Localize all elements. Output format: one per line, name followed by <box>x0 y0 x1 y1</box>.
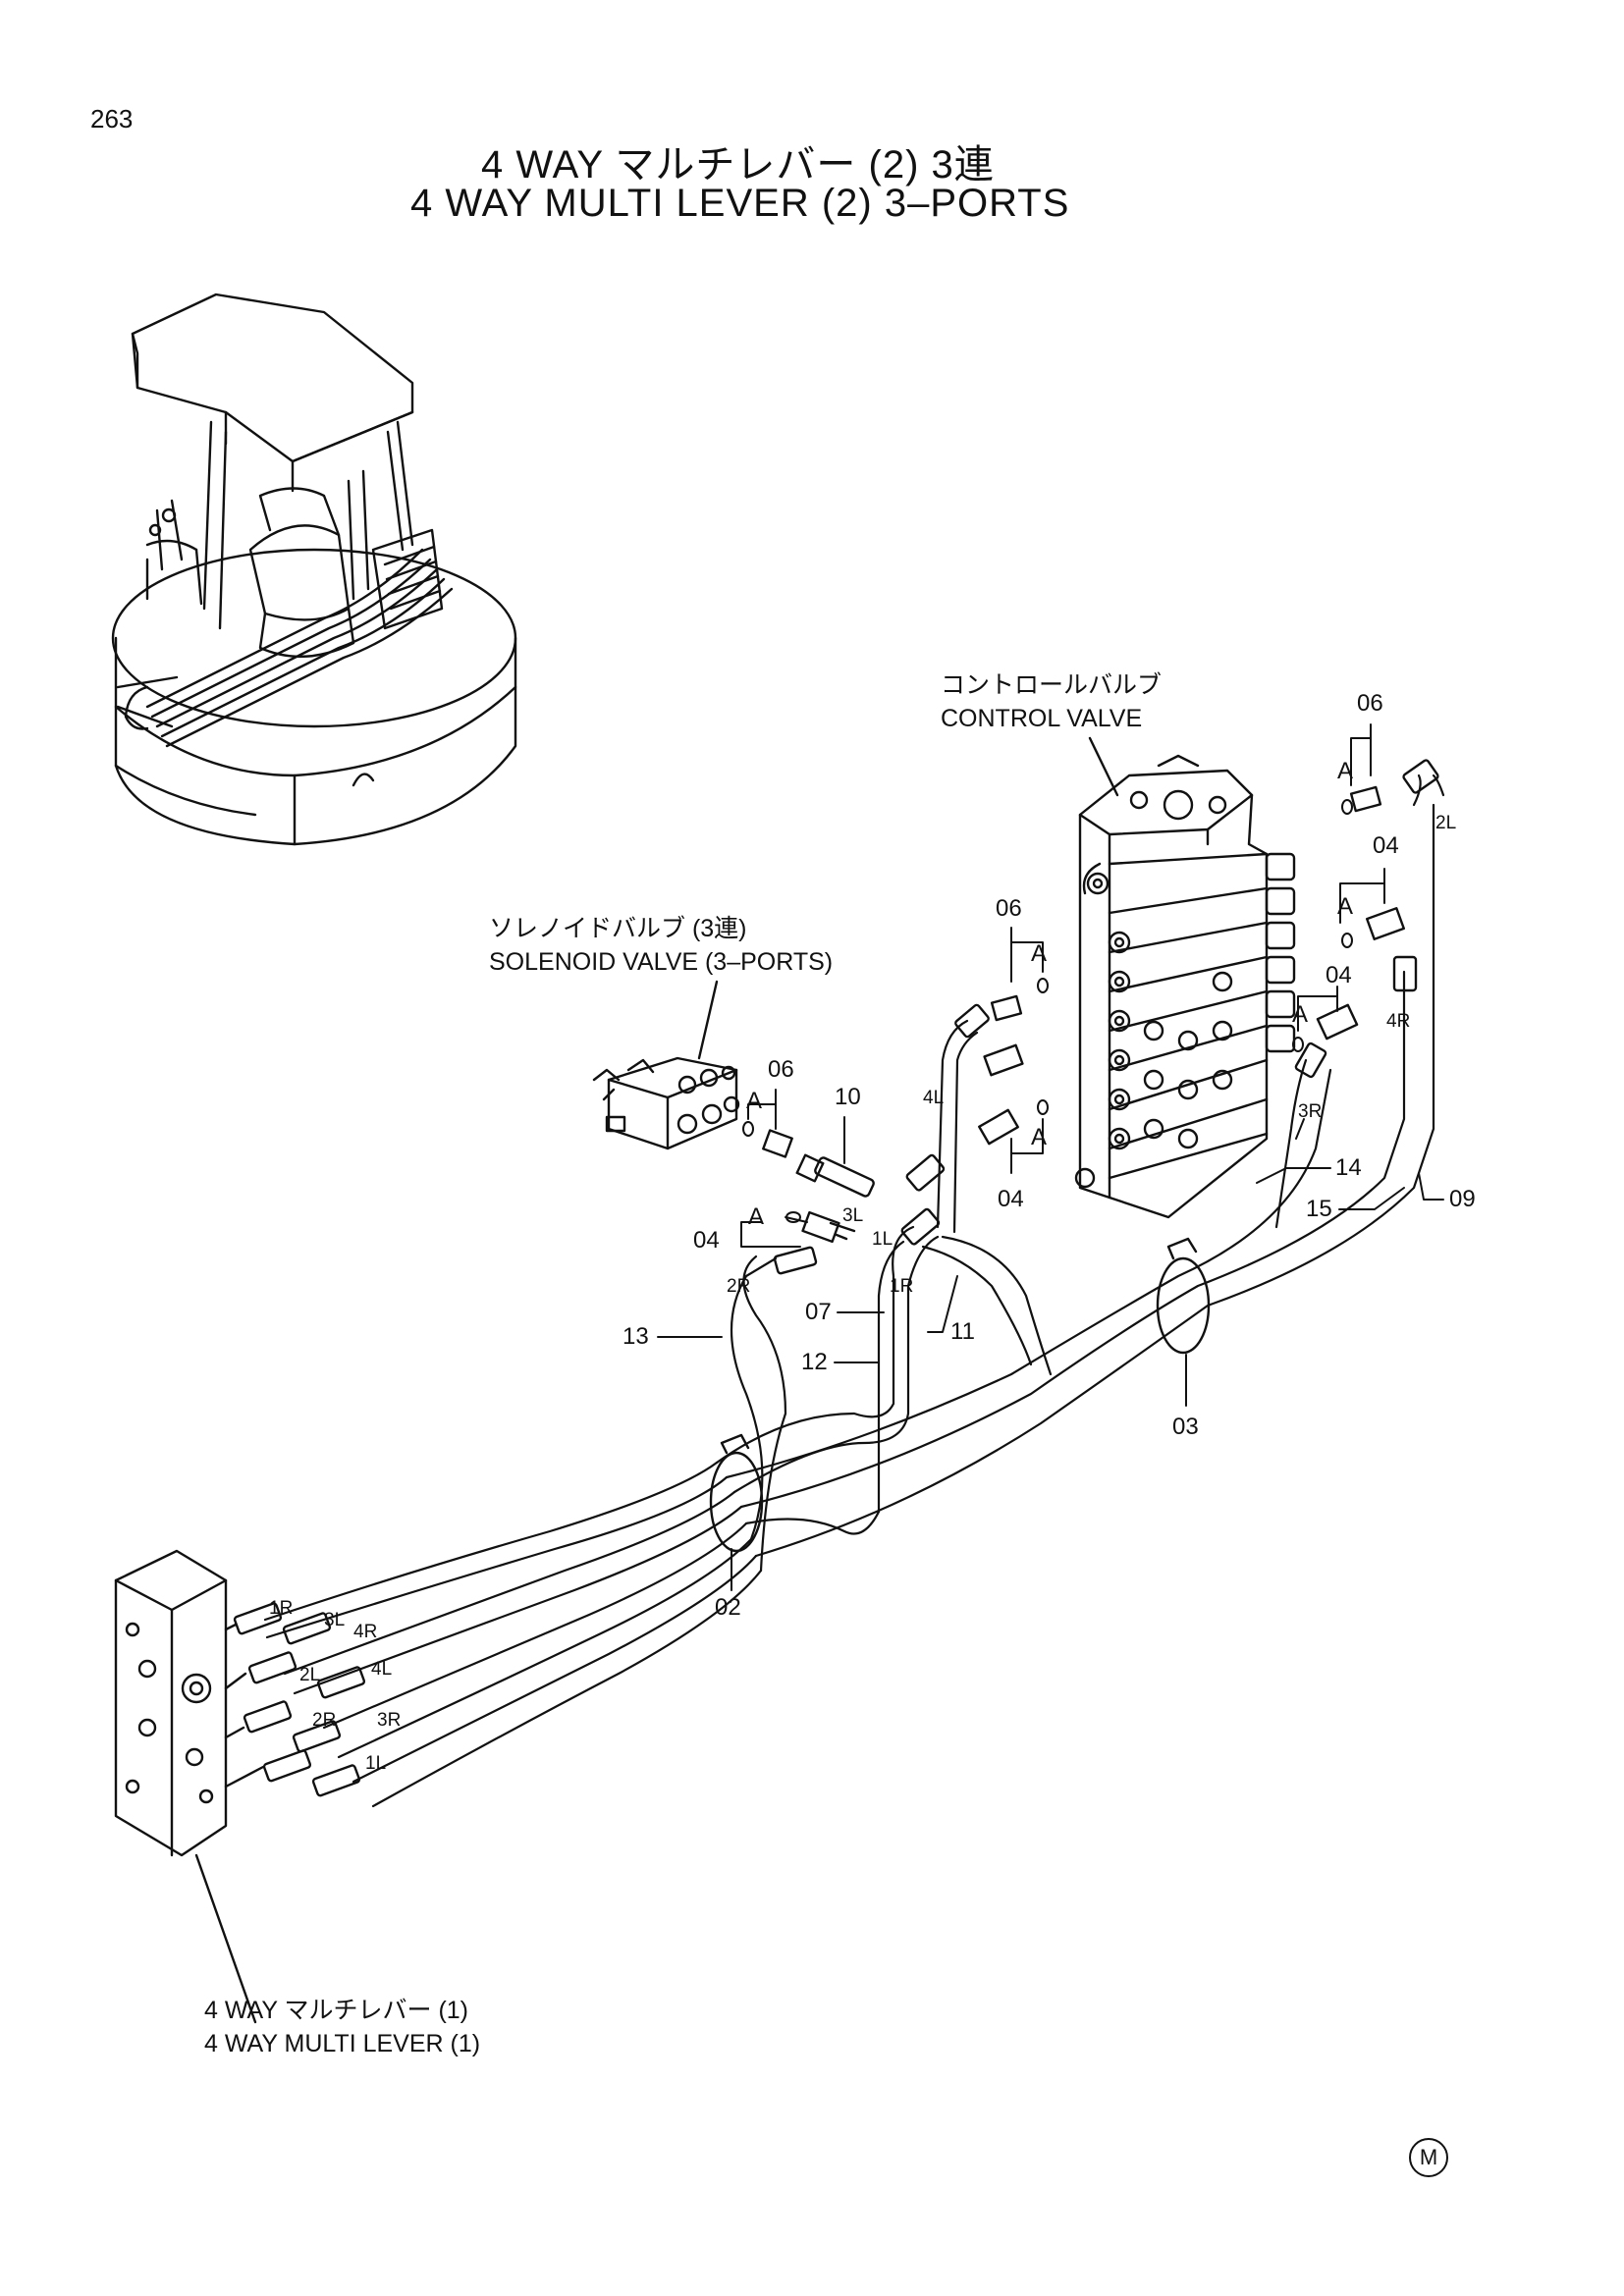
control-valve-label-jp: コントロールバルブ <box>941 671 1163 699</box>
control-valve-label-en: CONTROL VALVE <box>941 705 1143 732</box>
port-label: 1L <box>365 1753 387 1774</box>
o-rings <box>742 799 1353 1223</box>
port-label: 2R <box>727 1276 751 1297</box>
detail-mark: A <box>1031 1124 1048 1150</box>
part-number: 11 <box>950 1318 975 1345</box>
port-label: 1L <box>872 1229 893 1250</box>
part-number: 06 <box>1357 690 1383 717</box>
detail-mark: A <box>748 1203 765 1230</box>
detail-mark: A <box>1337 893 1354 920</box>
clamp-03 <box>1156 1237 1211 1355</box>
page-title-japanese: 4 WAY マルチレバー (2) 3連 <box>481 143 995 187</box>
part-number: 13 <box>623 1323 649 1350</box>
port-label: 3L <box>324 1610 346 1630</box>
port-label: 4R <box>353 1622 378 1642</box>
clamp-02 <box>709 1433 764 1553</box>
part-number: 04 <box>998 1186 1024 1212</box>
page-number: 263 <box>90 104 134 133</box>
detail-mark: A <box>1292 1001 1309 1028</box>
part-number: 04 <box>1373 832 1399 859</box>
port-label: 3R <box>377 1710 402 1731</box>
part-number: 14 <box>1335 1154 1362 1181</box>
port-label: 3L <box>842 1205 864 1226</box>
excavator-overview-illustration <box>111 293 517 846</box>
multi-lever-label-en: 4 WAY MULTI LEVER (1) <box>204 2030 481 2057</box>
hose-harness <box>263 774 1445 1808</box>
part-number: 02 <box>715 1594 741 1621</box>
part-number: 06 <box>768 1056 794 1083</box>
maker-mark-icon: M <box>1409 2138 1448 2177</box>
fittings <box>762 759 1439 1275</box>
detail-mark: A <box>1031 940 1048 967</box>
detail-mark: A <box>746 1088 763 1114</box>
solenoid-valve-illustration <box>592 1056 740 1150</box>
port-label: 4R <box>1386 1011 1411 1032</box>
control-valve-leader <box>1088 736 1119 797</box>
control-valve-illustration <box>1074 754 1296 1219</box>
port-label: 4L <box>923 1088 945 1108</box>
part-number: 09 <box>1449 1186 1476 1212</box>
part-number: 03 <box>1172 1414 1199 1440</box>
port-label: 2L <box>299 1665 321 1685</box>
multi-lever-illustration <box>114 1549 228 1857</box>
part-number: 04 <box>1326 962 1352 988</box>
solenoid-valve-label-en: SOLENOID VALVE (3–PORTS) <box>489 948 834 976</box>
part-number: 10 <box>835 1084 861 1110</box>
port-label: 3R <box>1298 1101 1323 1122</box>
solenoid-valve-label-jp: ソレノイドバルブ (3連) <box>489 915 747 942</box>
lever-hose-fittings <box>224 1602 366 1797</box>
port-label: 2R <box>312 1710 337 1731</box>
page-title-english: 4 WAY MULTI LEVER (2) 3–PORTS <box>410 182 1070 225</box>
solenoid-valve-leader <box>697 980 719 1060</box>
port-label: 1R <box>890 1276 914 1297</box>
detail-mark: A <box>1337 758 1354 784</box>
part-number: 06 <box>996 895 1022 922</box>
port-label: 4L <box>371 1659 393 1680</box>
port-label: 2L <box>1435 813 1457 833</box>
multi-lever-label-jp: 4 WAY マルチレバー (1) <box>204 1997 469 2024</box>
part-number: 15 <box>1306 1196 1332 1222</box>
part-leaders <box>657 723 1444 1591</box>
part-number: 07 <box>805 1299 832 1325</box>
port-label: 1R <box>269 1598 294 1619</box>
part-number: 12 <box>801 1349 828 1375</box>
part-number: 04 <box>693 1227 720 1254</box>
multi-lever-leader <box>194 1853 257 2024</box>
